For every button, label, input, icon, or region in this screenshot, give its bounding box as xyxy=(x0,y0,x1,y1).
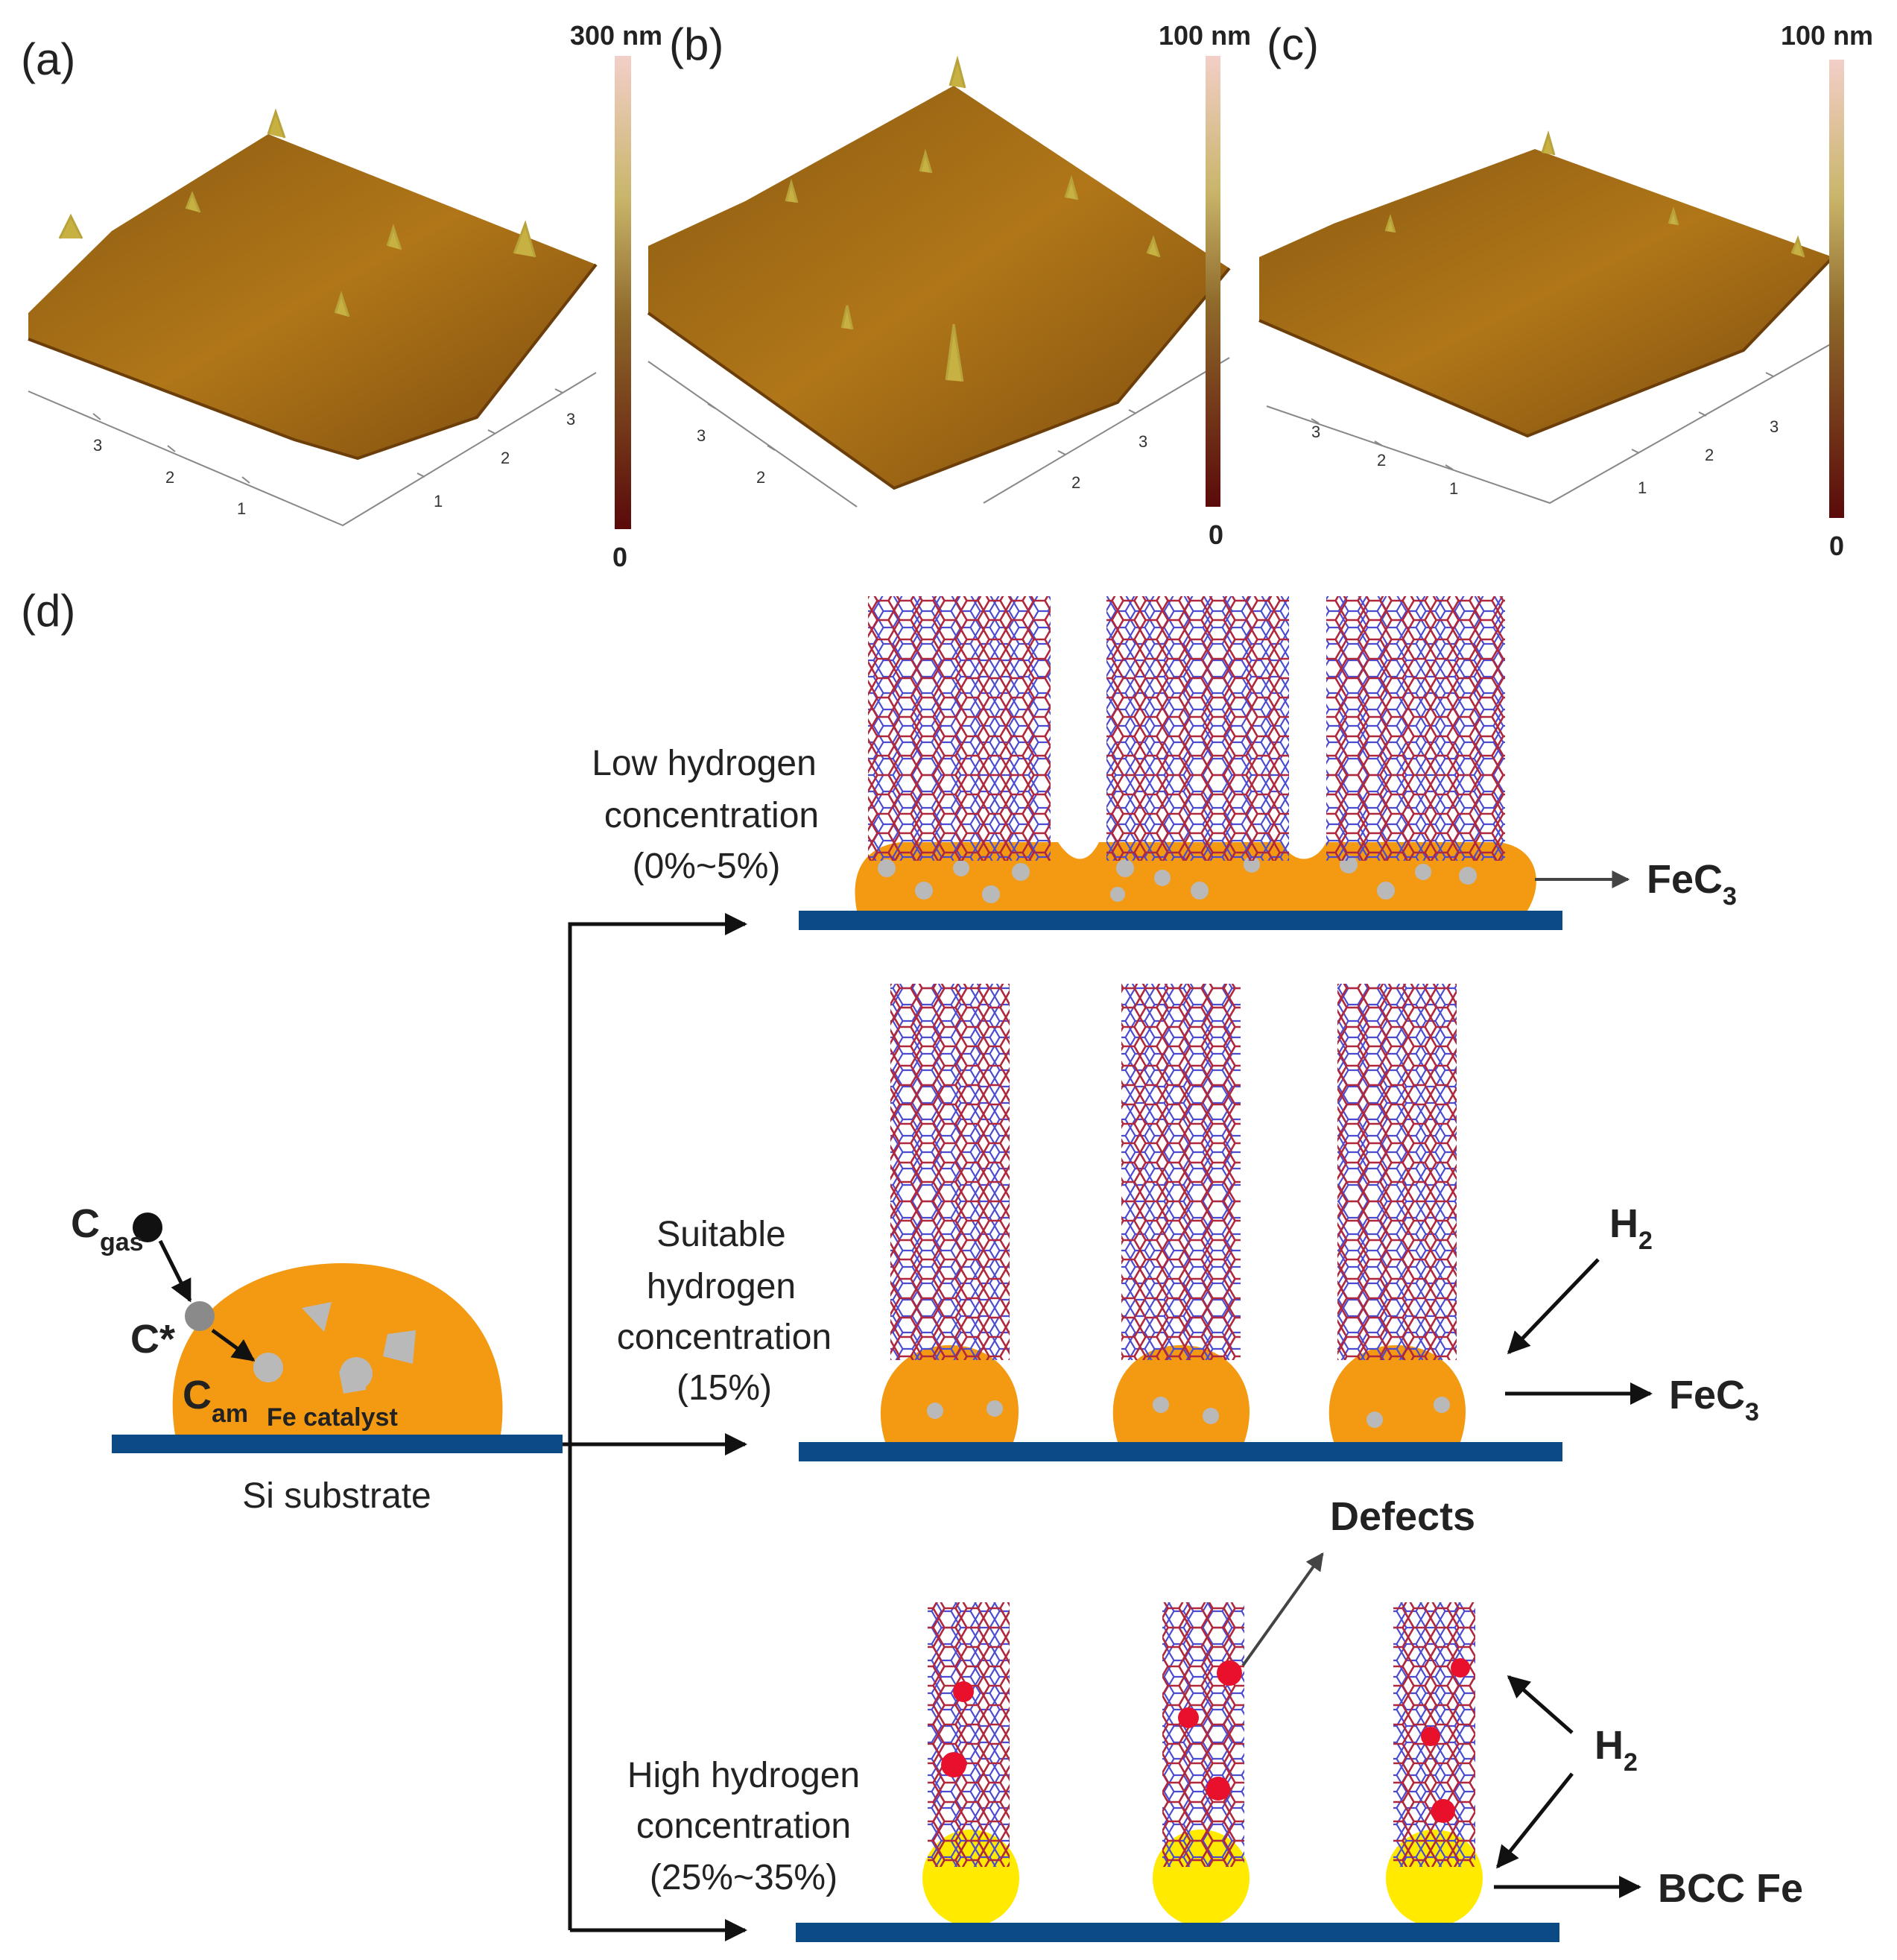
high-tube-2-wall xyxy=(1162,1602,1244,1867)
suitable-h2-arrow xyxy=(1507,1258,1600,1355)
branch-arrows xyxy=(563,913,747,1941)
substrate-label: Si substrate xyxy=(242,1476,431,1516)
defects-label: Defects xyxy=(1330,1494,1475,1539)
tick-c-6: 3 xyxy=(1770,417,1779,436)
afm-surface-c xyxy=(1258,130,1834,438)
panel-c: (c) 3 2 1 1 2 3 100 nm 0 xyxy=(1258,19,1873,561)
tick-c-1: 3 xyxy=(1311,423,1320,441)
catalyst-particle xyxy=(172,1263,503,1435)
colorbar-c xyxy=(1829,60,1844,518)
panel-a: (a) 3 2 1 1 2 3 300 nm 0 xyxy=(21,20,662,572)
si-substrate xyxy=(112,1435,563,1453)
row-suitable-hydrogen: Suitable hydrogen concentration (15%) H2… xyxy=(617,984,1759,1461)
defects xyxy=(941,1658,1470,1823)
suitable-tube-1-wall xyxy=(890,984,1010,1360)
low-tube-3-wall xyxy=(1326,596,1505,861)
colorbar-b xyxy=(1206,56,1220,507)
high-line2: concentration xyxy=(636,1806,851,1846)
afm-surface-b xyxy=(647,55,1231,490)
tick-a-5: 2 xyxy=(501,449,510,467)
tick-b-4: 3 xyxy=(1138,432,1147,451)
initial-catalyst: Cgas C* Cam Fe catalyst Si substrate xyxy=(71,1201,563,1516)
axes-a xyxy=(28,372,597,527)
tick-a-2: 2 xyxy=(165,468,174,487)
afm-surface-a xyxy=(28,108,598,461)
tick-c-4: 1 xyxy=(1638,478,1647,497)
tick-b-1: 3 xyxy=(697,426,706,445)
tick-a-4: 1 xyxy=(434,492,443,510)
row-low-hydrogen: Low hydrogen concentration (0%~5%) FeC3 xyxy=(592,596,1737,930)
tick-b-2: 2 xyxy=(756,468,765,487)
defects-arrow xyxy=(1241,1552,1324,1667)
arrow-gas-to-cstar xyxy=(158,1239,192,1303)
panel-c-label: (c) xyxy=(1267,19,1319,69)
low-tube-2-wall xyxy=(1106,596,1289,861)
suitable-line1: Suitable xyxy=(656,1215,785,1254)
suitable-product: FeC3 xyxy=(1669,1373,1759,1426)
high-product: BCC Fe xyxy=(1658,1866,1803,1911)
row-high-hydrogen: High hydrogen concentration (25%~35%) De… xyxy=(627,1494,1803,1942)
carbide-particles xyxy=(302,1302,416,1394)
high-h2-arrow-down xyxy=(1496,1772,1574,1869)
low-line2: concentration xyxy=(604,796,819,835)
tick-a-3: 1 xyxy=(237,499,246,518)
panel-d-label: (d) xyxy=(21,586,75,636)
panel-b: (b) 3 2 2 3 100 nm 0 xyxy=(647,19,1251,550)
suitable-line4: (15%) xyxy=(677,1368,772,1408)
c-gas-label: Cgas xyxy=(71,1201,144,1256)
high-substrate xyxy=(796,1923,1559,1942)
suitable-carbides xyxy=(927,1397,1450,1428)
axes-b xyxy=(647,357,1230,508)
tick-b-3: 2 xyxy=(1071,473,1080,492)
low-line1: Low hydrogen xyxy=(592,744,817,783)
low-substrate xyxy=(799,911,1562,930)
low-tube-1-wall xyxy=(868,596,1051,861)
high-line1: High hydrogen xyxy=(627,1756,860,1795)
tick-a-6: 3 xyxy=(566,410,575,429)
c-star-label: C* xyxy=(130,1317,175,1362)
tick-a-1: 3 xyxy=(93,436,102,455)
suitable-tube-3-wall xyxy=(1337,984,1457,1360)
low-product: FeC3 xyxy=(1647,857,1737,911)
catalyst-label: Fe catalyst xyxy=(267,1403,398,1432)
suitable-line3: concentration xyxy=(617,1318,832,1357)
suitable-h2: H2 xyxy=(1609,1201,1653,1255)
colorbar-a-max: 300 nm xyxy=(570,20,662,51)
axes-c xyxy=(1266,342,1834,505)
suitable-tube-2-wall xyxy=(1121,984,1241,1360)
high-h2: H2 xyxy=(1594,1723,1638,1777)
suitable-line2: hydrogen xyxy=(647,1267,796,1306)
c-star-atom xyxy=(185,1301,215,1331)
panel-a-label: (a) xyxy=(21,34,75,84)
colorbar-a-min: 0 xyxy=(612,542,627,572)
colorbar-a xyxy=(615,56,631,529)
c-gas-atom xyxy=(133,1213,162,1242)
panel-b-label: (b) xyxy=(669,19,723,69)
arrow-cstar-to-cam xyxy=(211,1328,256,1362)
high-line3: (25%~35%) xyxy=(650,1858,837,1897)
high-h2-arrow-up xyxy=(1507,1675,1574,1734)
low-line3: (0%~5%) xyxy=(633,847,781,886)
c-am-atom xyxy=(253,1353,283,1382)
suitable-substrate xyxy=(799,1442,1562,1461)
colorbar-c-max: 100 nm xyxy=(1781,20,1873,51)
colorbar-b-min: 0 xyxy=(1209,519,1223,550)
tick-c-5: 2 xyxy=(1705,446,1714,464)
high-tube-1-wall xyxy=(928,1602,1010,1867)
tick-c-2: 2 xyxy=(1377,451,1386,470)
colorbar-c-min: 0 xyxy=(1829,531,1844,561)
c-am-label: Cam xyxy=(183,1373,248,1428)
colorbar-b-max: 100 nm xyxy=(1159,20,1251,51)
tick-c-3: 1 xyxy=(1449,479,1458,498)
